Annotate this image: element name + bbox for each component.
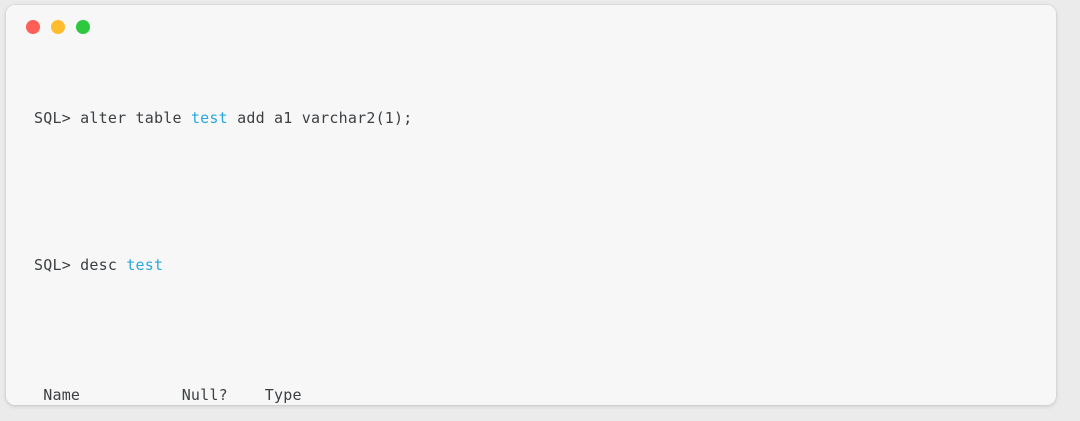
maximize-button[interactable] [76,20,90,34]
minimize-button[interactable] [51,20,65,34]
command-1-before: alter table [80,109,191,127]
output-gap-1 [34,178,1056,206]
command-1-after: add a1 varchar2(1); [227,109,413,127]
close-button[interactable] [26,20,40,34]
terminal-window: SQL> alter table test add a1 varchar2(1)… [6,5,1056,405]
prompt-1: SQL> [34,109,81,127]
describe-header-row: Name Null? Type [34,386,302,404]
command-2-table-name: test [126,256,164,274]
command-2-before: desc [80,256,127,274]
output-gap-2 [34,325,1056,336]
command-line-2: SQL> desc test [34,257,1056,274]
command-line-1: SQL> alter table test add a1 varchar2(1)… [34,110,1056,127]
window-titlebar [6,5,1056,49]
terminal-output[interactable]: SQL> alter table test add a1 varchar2(1)… [6,49,1056,405]
prompt-2: SQL> [34,256,81,274]
command-1-table-name: test [190,109,228,127]
